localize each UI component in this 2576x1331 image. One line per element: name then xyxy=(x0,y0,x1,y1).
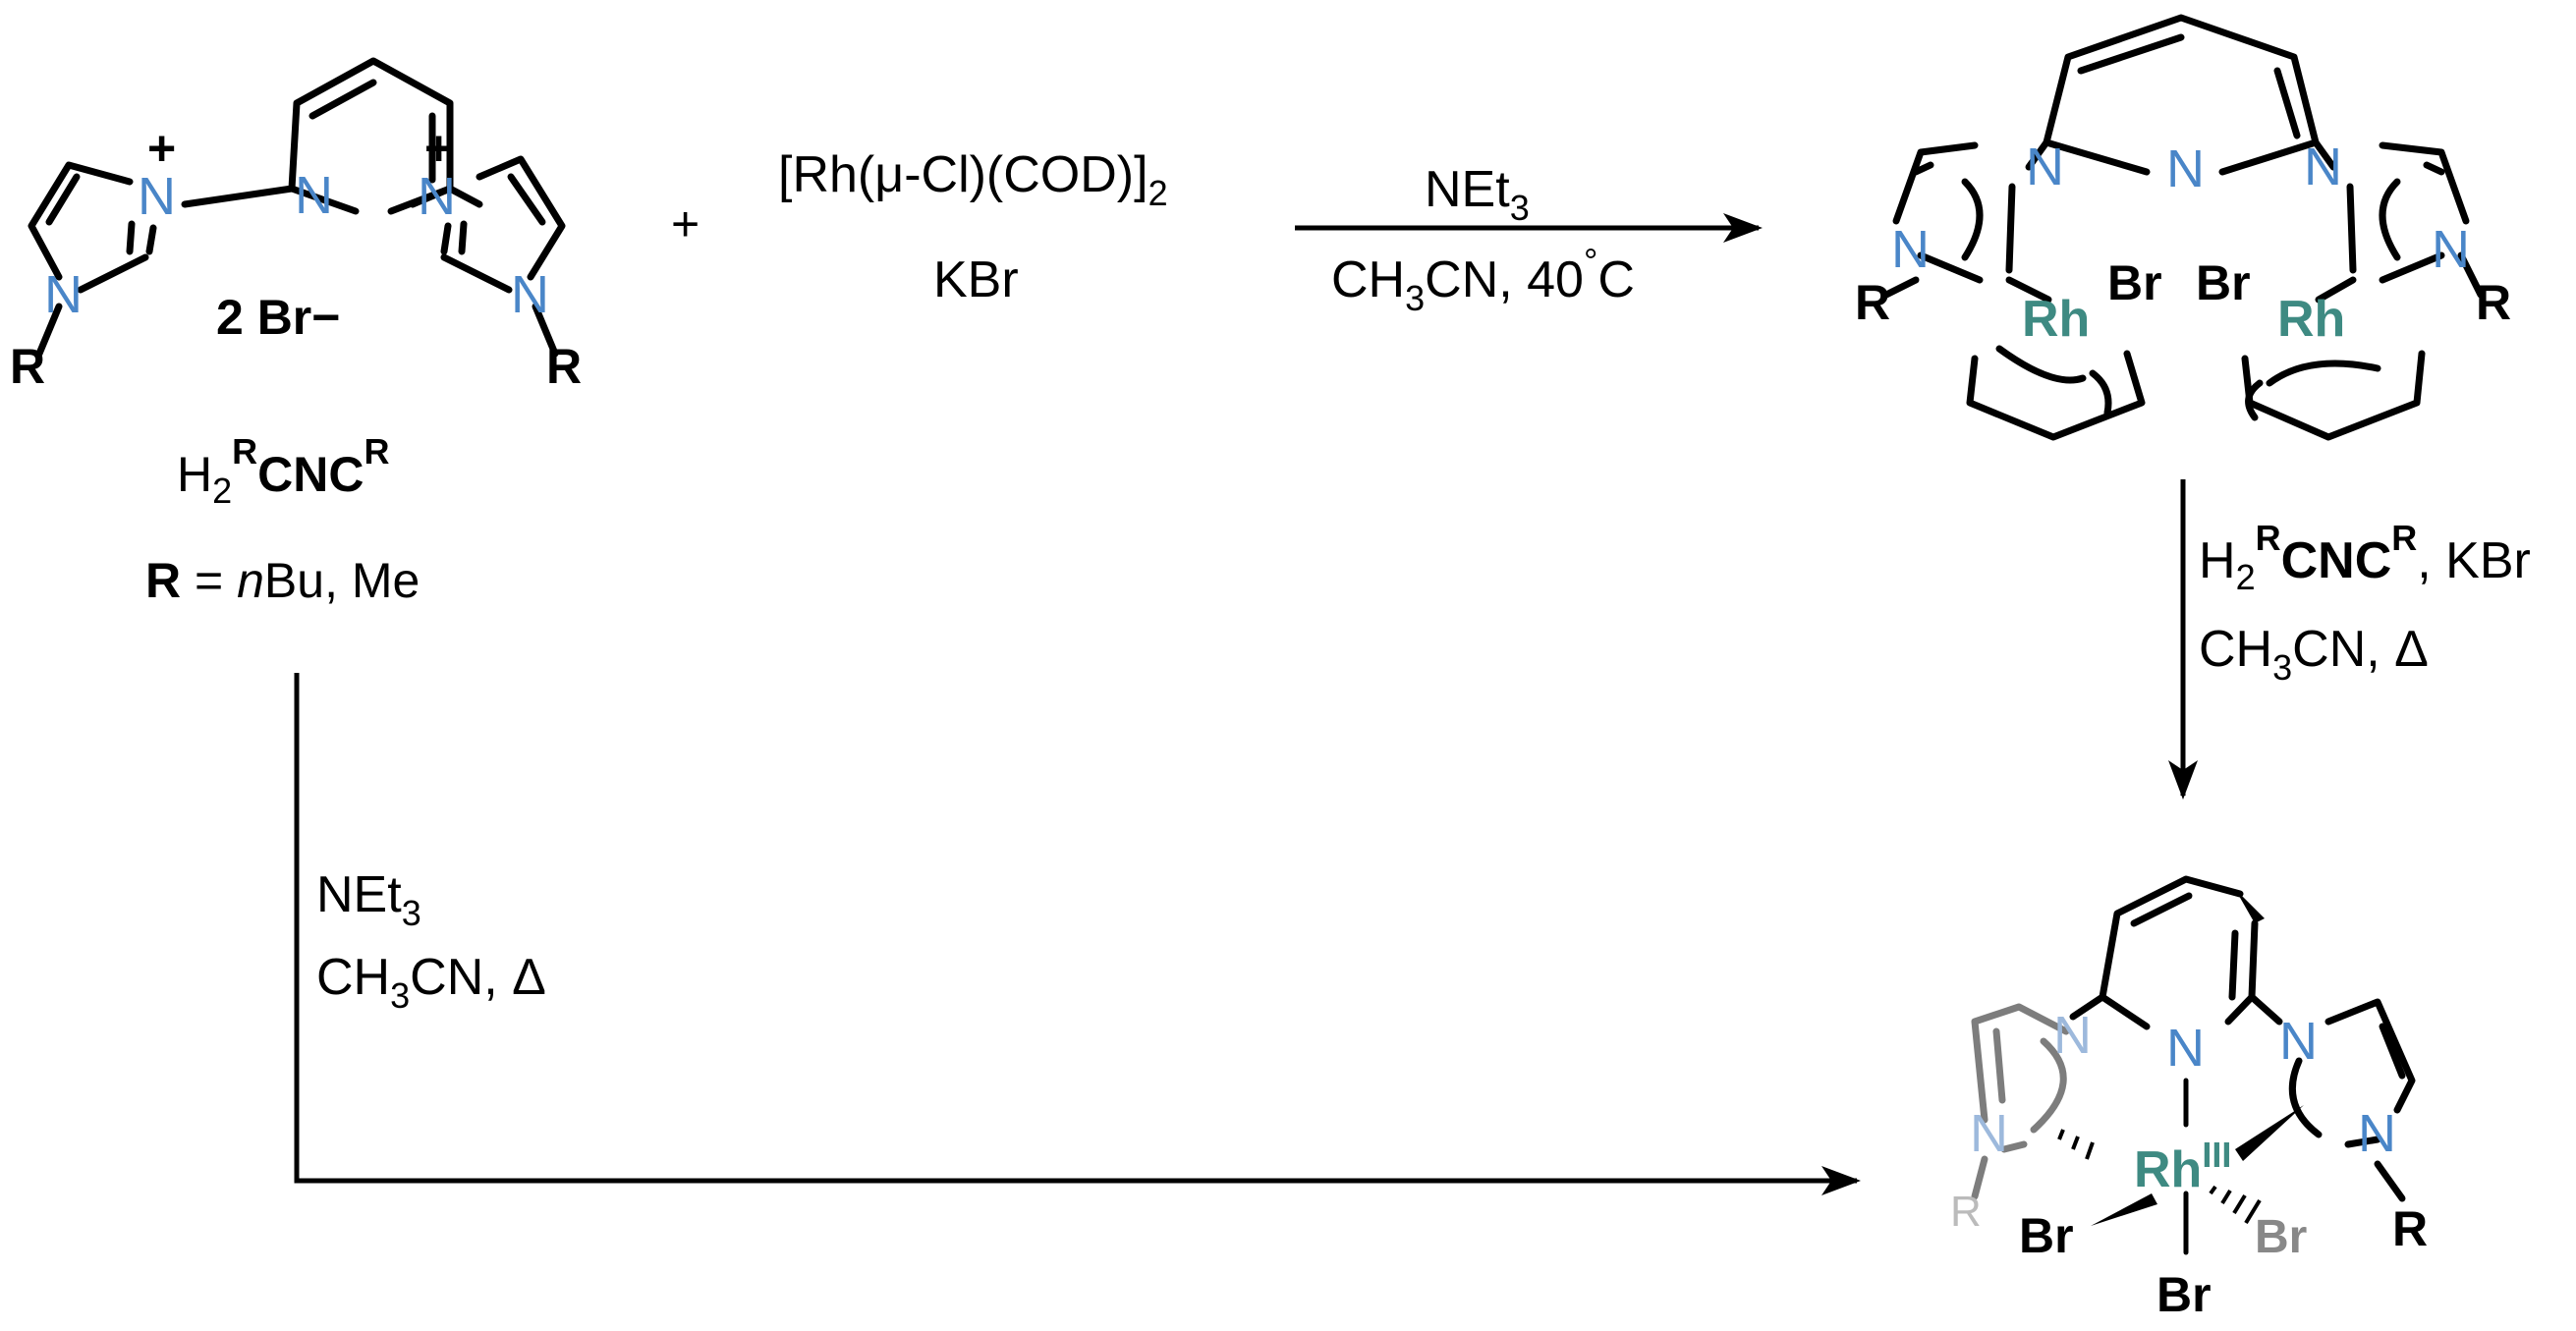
product-complex-structure xyxy=(1971,875,2416,1255)
ligand-name: H2RCNCR xyxy=(177,431,389,511)
dirh-n-left-top: N xyxy=(2026,138,2064,196)
arrow-left-line2: CH3CN, Δ xyxy=(316,949,546,1016)
r-definition: R = nBu, Me xyxy=(145,553,420,608)
product-n-front-top: N xyxy=(2279,1012,2318,1071)
product-r-grey: R xyxy=(1950,1188,1982,1236)
ligand-r-left: R xyxy=(10,339,45,394)
ligand-imidazolium-n-right-top: N xyxy=(418,167,456,226)
dirh-rh-right: Rh xyxy=(2277,291,2345,348)
dirh-n-right-top: N xyxy=(2304,138,2342,196)
rh-reagent-kbr: KBr xyxy=(933,251,1019,308)
product-r-front: R xyxy=(2392,1201,2428,1256)
product-pyridine-n: N xyxy=(2166,1019,2205,1078)
product-n-grey-top: N xyxy=(2053,1006,2092,1065)
ligand-imidazolium-n-left-top: N xyxy=(138,167,176,226)
product-n-front-bottom: N xyxy=(2358,1104,2396,1163)
product-br-bottom: Br xyxy=(2156,1267,2212,1322)
arrow-top-line2: CH3CN, 40°C xyxy=(1331,241,1635,318)
ligand-imidazolium-n-left-bottom: N xyxy=(44,265,83,324)
ligand-imidazolium-n-right-bottom: N xyxy=(511,265,549,324)
ligand-salt-structure xyxy=(28,57,566,358)
ligand-r-right: R xyxy=(546,339,582,394)
product-br-left: Br xyxy=(2019,1208,2074,1263)
ligand-charge-left: + xyxy=(147,121,176,176)
dirh-r-right: R xyxy=(2476,275,2511,330)
dirhodium-complex-structure xyxy=(1882,14,2485,441)
dirh-rh-left: Rh xyxy=(2022,291,2090,348)
dirh-n-right-bottom: N xyxy=(2432,220,2470,279)
arrow-right-line1: H2RCNCR, KBr xyxy=(2199,518,2531,597)
product-rh: RhIII xyxy=(2134,1135,2231,1198)
dirh-n-left-bottom: N xyxy=(1891,220,1930,279)
ligand-counterion: 2 Br− xyxy=(216,290,340,345)
product-br-right: Br xyxy=(2255,1211,2307,1263)
ligand-pyridine-n: N xyxy=(295,166,333,225)
rh-reagent-formula: [Rh(μ-Cl)(COD)]2 xyxy=(778,146,1168,213)
dirh-br-right: Br xyxy=(2196,255,2251,310)
arrow-right-line2: CH3CN, Δ xyxy=(2199,621,2429,688)
arrow-left-path xyxy=(294,673,1861,1195)
ligand-charge-right: + xyxy=(424,121,453,176)
plus-sign: + xyxy=(671,196,700,251)
arrow-top-line1: NEt3 xyxy=(1425,161,1530,228)
dirh-pyridine-n: N xyxy=(2166,139,2205,198)
product-n-grey-bottom: N xyxy=(1970,1104,2008,1163)
arrow-left-line1: NEt3 xyxy=(316,866,421,933)
dirh-br-left: Br xyxy=(2107,255,2162,310)
dirh-r-left: R xyxy=(1855,275,1890,330)
